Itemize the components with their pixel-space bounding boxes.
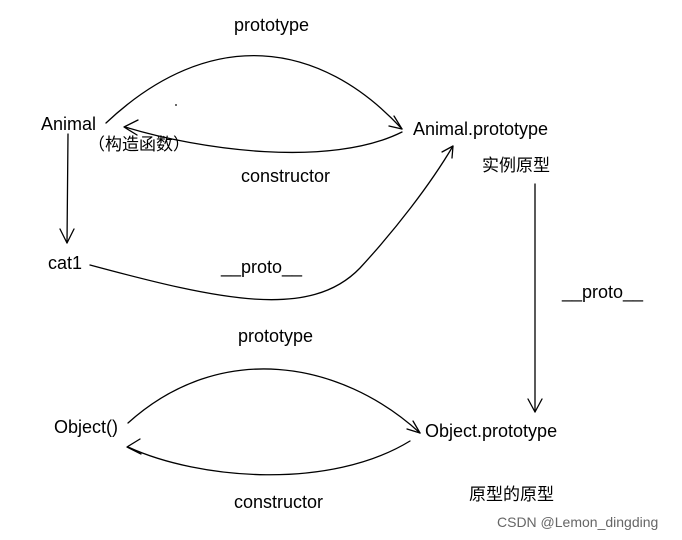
label-cat1: cat1 <box>48 253 83 273</box>
arrowhead-constructor-top <box>123 119 139 136</box>
arrow-constructor-bottom <box>127 440 411 476</box>
arrowhead-animal-prototype <box>388 115 403 130</box>
arrowhead-cat1-proto <box>441 145 454 159</box>
label-instance-prototype: 实例原型 <box>482 156 550 176</box>
label-proto-right: __proto__ <box>562 282 644 302</box>
arrow-animal-prototype <box>105 55 403 130</box>
stray-dot <box>175 104 177 106</box>
arrowhead-object-prototype <box>406 420 421 434</box>
arrow-object-prototype <box>127 368 421 434</box>
arrow-cat1-proto <box>89 145 454 301</box>
label-object: Object() <box>54 417 119 437</box>
arrow-constructor-top <box>124 126 403 154</box>
label-constructor-bottom: constructor <box>234 492 324 512</box>
label-animal-prototype: Animal.prototype <box>413 119 549 139</box>
watermark: CSDN @Lemon_dingding <box>497 514 659 530</box>
arrowhead-animal-cat1 <box>59 228 75 244</box>
label-object-prototype: Object.prototype <box>425 421 558 441</box>
label-prototype-bottom: prototype <box>238 326 314 346</box>
label-prototype-of-prototype: 原型的原型 <box>469 485 554 505</box>
arrow-animal-cat1 <box>66 133 69 244</box>
arrowhead-prototype-chain <box>527 398 543 413</box>
label-animal-note: （构造函数） <box>88 135 190 155</box>
label-prototype-top: prototype <box>234 15 310 35</box>
label-constructor-top: constructor <box>241 166 331 186</box>
label-proto-cat: __proto__ <box>221 257 303 277</box>
arrowhead-constructor-bottom <box>126 438 142 455</box>
label-animal: Animal <box>41 114 97 134</box>
